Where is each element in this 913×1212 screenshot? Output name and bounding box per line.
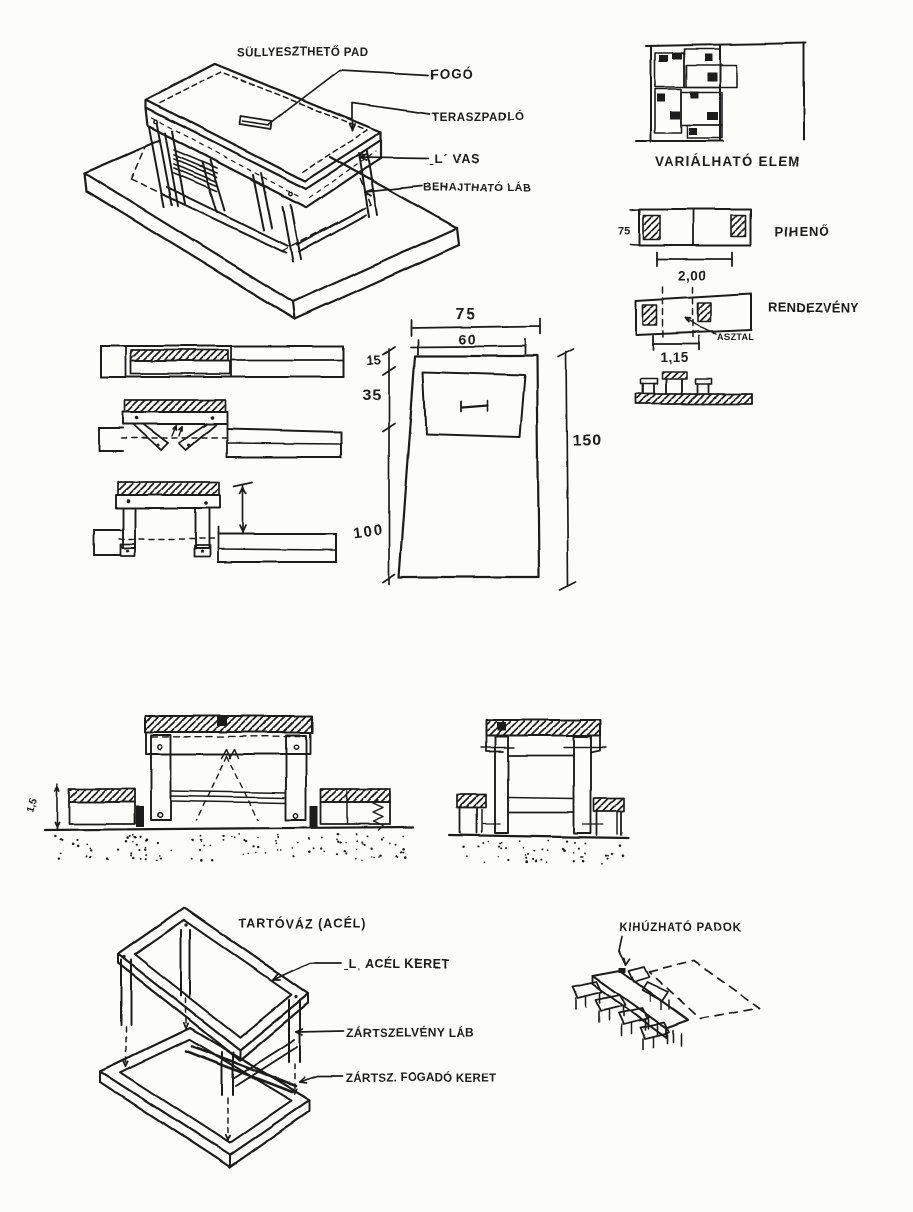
svg-text:ZÁRTSZ. FOGADÓ KERET: ZÁRTSZ. FOGADÓ KERET	[346, 1072, 496, 1085]
svg-text:75: 75	[455, 306, 477, 323]
svg-text:35: 35	[362, 387, 382, 404]
svg-text:2,00: 2,00	[678, 268, 706, 283]
svg-text:ZÁRTSZELVÉNY LÁB: ZÁRTSZELVÉNY LÁB	[346, 1025, 475, 1040]
svg-text:1,15: 1,15	[660, 350, 688, 365]
svg-text:150: 150	[572, 432, 602, 449]
svg-text:KIHÚZHATÓ PADOK: KIHÚZHATÓ PADOK	[619, 921, 742, 934]
svg-text:TERASZPADLÓ: TERASZPADLÓ	[432, 111, 524, 124]
svg-text:ˍL´ VAS: ˍL´ VAS	[430, 152, 480, 166]
svg-text:FOGÓ: FOGÓ	[430, 67, 474, 82]
svg-text:100: 100	[352, 521, 385, 542]
svg-text:75: 75	[618, 225, 630, 237]
svg-text:TARTÓVÁZ (ACÉL): TARTÓVÁZ (ACÉL)	[238, 916, 366, 931]
svg-text:ˍLˌ ACÉL KERET: ˍLˌ ACÉL KERET	[344, 956, 450, 971]
svg-text:15: 15	[366, 353, 380, 368]
svg-text:VARIÁLHATÓ ELEM: VARIÁLHATÓ ELEM	[655, 154, 801, 169]
svg-text:RENDEZVÉNY: RENDEZVÉNY	[768, 300, 860, 315]
svg-text:PIHENŐ: PIHENŐ	[775, 224, 830, 239]
svg-text:SÜLLYESZTHETŐ PAD: SÜLLYESZTHETŐ PAD	[237, 46, 368, 59]
svg-text:60: 60	[459, 331, 477, 347]
svg-text:1,5: 1,5	[25, 796, 39, 813]
svg-text:ASZTAL: ASZTAL	[717, 332, 754, 342]
svg-text:BEHAJTHATÓ LÁB: BEHAJTHATÓ LÁB	[424, 181, 531, 194]
